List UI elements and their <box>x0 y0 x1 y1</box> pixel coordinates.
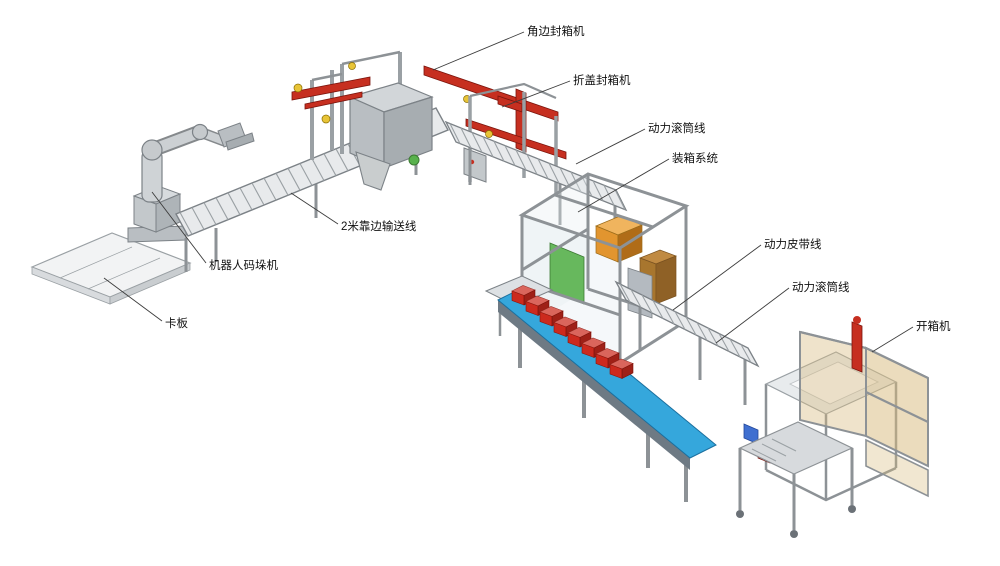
label-text: 折盖封箱机 <box>573 73 631 87</box>
roller-line-2-rollers <box>619 283 752 363</box>
label-case-packing-system: 装箱系统 <box>577 151 718 213</box>
red-lower-bar <box>465 118 567 160</box>
label-text: 角边封箱机 <box>527 24 585 38</box>
yellow-knob <box>293 83 303 93</box>
belt-legs <box>518 316 688 502</box>
leader-line <box>715 287 790 344</box>
roller-line-1-bed <box>444 120 628 212</box>
pallet-top <box>30 232 192 298</box>
yellow-knob <box>348 62 356 70</box>
flap-sealer-top-beam <box>469 82 557 100</box>
red-knob <box>853 316 861 324</box>
yellow-knob <box>321 114 331 124</box>
label-text: 开箱机 <box>916 319 951 333</box>
robot-elbow-joint <box>191 123 209 141</box>
belt-side-frame <box>498 300 690 470</box>
leader-line <box>432 31 525 71</box>
label-flap-sealer: 折盖封箱机 <box>501 73 631 108</box>
gantry-columns <box>310 52 402 160</box>
label-text: 2米靠边输送线 <box>341 219 417 233</box>
leader-line <box>672 244 762 311</box>
pallet-side-right <box>109 262 191 305</box>
conveyor-legs <box>184 140 418 272</box>
carton-stack-side <box>617 224 643 263</box>
roller-line-2-legs <box>638 300 747 405</box>
label-case-erector: 开箱机 <box>871 319 951 353</box>
leader-line <box>103 277 163 322</box>
guard-rails <box>799 330 929 423</box>
label-robot-palletizer: 机器人码垛机 <box>151 191 278 272</box>
label-text: 装箱系统 <box>672 151 718 165</box>
red-vertical-unit <box>851 321 863 373</box>
roller-line-2-bed <box>614 280 760 368</box>
erector-legs <box>738 448 854 530</box>
label-text: 动力皮带线 <box>764 237 822 251</box>
case-erector-machine <box>736 316 929 538</box>
caster-wheel <box>736 510 744 518</box>
red-beam-left <box>291 76 371 101</box>
power-belt-conveyor <box>497 285 717 502</box>
pallet-slats <box>59 246 161 290</box>
leader-line <box>577 158 670 213</box>
label-pallet: 卡板 <box>103 277 188 330</box>
guard-panel-lower <box>865 438 929 498</box>
yellow-knob <box>485 130 493 138</box>
green-indicator <box>408 154 420 166</box>
caster-wheel <box>848 505 856 513</box>
leader-line <box>290 192 339 225</box>
red-beam-left-2 <box>304 91 363 110</box>
label-text: 机器人码垛机 <box>209 258 278 272</box>
brown-carton-side <box>655 255 677 305</box>
label-power-roller-line-2: 动力滚筒线 <box>715 280 850 344</box>
caster-wheel <box>790 530 798 538</box>
platform-rollers <box>751 438 797 462</box>
leader-line <box>871 326 914 353</box>
label-text: 卡板 <box>165 316 188 330</box>
label-text: 动力滚筒线 <box>648 121 706 135</box>
power-roller-line-2 <box>614 280 760 405</box>
leader-line <box>151 191 207 264</box>
label-power-roller-line-1: 动力滚筒线 <box>575 121 706 165</box>
corner-sealing-machine <box>310 50 434 191</box>
leader-line <box>501 80 571 108</box>
label-power-belt-line: 动力皮带线 <box>672 237 822 311</box>
sealer-body-side <box>383 96 433 169</box>
robot-shoulder-joint <box>141 139 163 161</box>
robot-gripper <box>225 132 255 151</box>
yellow-accents <box>293 62 493 138</box>
label-text: 动力滚筒线 <box>792 280 850 294</box>
sealer-hopper <box>355 151 391 191</box>
leader-line <box>575 128 646 165</box>
pallet <box>30 232 192 305</box>
label-edge-conveyor: 2米靠边输送线 <box>290 192 417 233</box>
label-corner-sealer: 角边封箱机 <box>432 24 585 71</box>
labels: 角边封箱机 折盖封箱机 动力滚筒线 装箱系统 动力皮带线 动力滚筒线 开箱机 <box>103 24 951 353</box>
